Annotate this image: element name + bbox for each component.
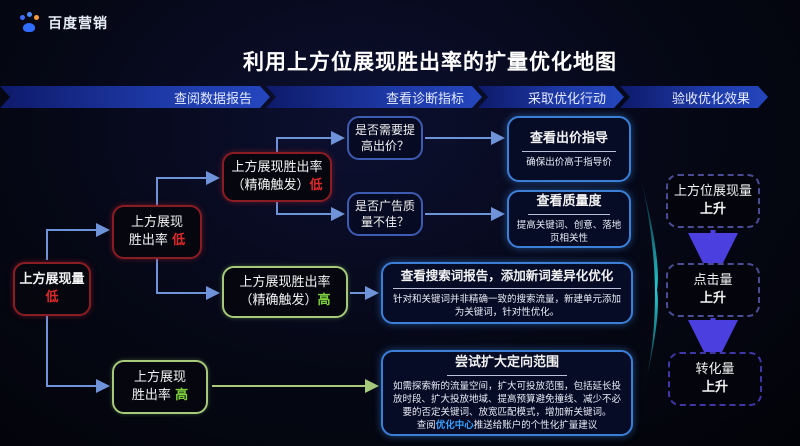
action-description-link-line: 查阅优化中心推送给账户的个性化扩量建议 bbox=[411, 419, 604, 432]
action-search-terms-report: 查看搜索词报告，添加新词差异化优化 针对和关键词并非精确一致的搜索流量，新建单元… bbox=[381, 262, 633, 324]
node-label: 上方展现 bbox=[130, 215, 183, 230]
step-take-action: 采取优化行动 bbox=[478, 86, 624, 108]
step-view-report: 查阅数据报告 bbox=[0, 86, 270, 108]
action-expand-targeting: 尝试扩大定向范围 如需探索新的流量空间，扩大可投放范围，包括延长投放时段、扩大投… bbox=[381, 350, 633, 436]
action-description: 针对和关键词并非精确一致的搜索流量，新建单元添加为关键词，针对性优化。 bbox=[392, 294, 621, 318]
brand-name: 百度营销 bbox=[48, 16, 108, 32]
status-high: 高 bbox=[317, 293, 331, 308]
result-status: 上升 bbox=[699, 291, 726, 306]
result-conversions-up: 转化量 上升 bbox=[668, 352, 762, 406]
text: 查阅 bbox=[416, 420, 436, 431]
node-label: 胜出率 bbox=[131, 388, 171, 403]
status-high: 高 bbox=[175, 388, 189, 403]
node-label: 上方展现 bbox=[133, 370, 186, 385]
node-label: 胜出率 bbox=[128, 233, 168, 248]
result-label: 上方位展现量 bbox=[673, 184, 752, 199]
action-check-bid-guidance: 查看出价指导 确保出价高于指导价 bbox=[507, 116, 631, 182]
progress-chevron-icon bbox=[640, 175, 658, 405]
node-label: 上方展现胜出率 bbox=[231, 160, 323, 175]
action-description: 提高关键词、创意、落地页相关性 bbox=[516, 220, 622, 244]
action-check-quality: 查看质量度 提高关键词、创意、落地页相关性 bbox=[507, 190, 631, 248]
status-low: 低 bbox=[172, 233, 186, 248]
result-clicks-up: 点击量 上升 bbox=[666, 263, 760, 317]
brand-logo: 百度营销 bbox=[18, 8, 108, 38]
step-check-diagnostics: 查看诊断指标 bbox=[266, 86, 482, 108]
node-winrate-low: 上方展现 胜出率 低 bbox=[112, 205, 202, 259]
action-title: 尝试扩大定向范围 bbox=[446, 354, 567, 376]
question-raise-bid: 是否需要提 高出价？ bbox=[347, 116, 423, 160]
node-label: （精确触发） bbox=[239, 293, 318, 308]
node-label: 上方展现胜出率 bbox=[239, 275, 331, 290]
node-top-impressions-low: 上方展现量 低 bbox=[13, 262, 91, 316]
question-text: 是否广告质 bbox=[354, 199, 415, 213]
node-exact-winrate-high: 上方展现胜出率 （精确触发）高 bbox=[222, 266, 348, 318]
status-low: 低 bbox=[45, 290, 59, 305]
action-description: 确保出价高于指导价 bbox=[526, 156, 612, 168]
question-ad-quality: 是否广告质 量不佳？ bbox=[347, 192, 423, 236]
text: 推送给账户的个性化扩量建议 bbox=[473, 420, 598, 431]
node-exact-winrate-low: 上方展现胜出率 （精确触发）低 bbox=[222, 152, 332, 202]
node-label: 上方展现量 bbox=[19, 272, 85, 287]
baidu-paw-icon bbox=[18, 12, 42, 34]
page-title: 利用上方位展现胜出率的扩量优化地图 bbox=[243, 50, 617, 74]
status-low: 低 bbox=[309, 178, 323, 193]
question-text: 量不佳？ bbox=[360, 215, 409, 229]
question-text: 是否需要提 bbox=[354, 123, 415, 137]
result-status: 上升 bbox=[701, 380, 728, 395]
process-step-bar: 查阅数据报告 查看诊断指标 采取优化行动 验收优化效果 bbox=[0, 86, 800, 108]
question-text: 高出价？ bbox=[360, 139, 409, 153]
action-title: 查看搜索词报告，添加新词差异化优化 bbox=[392, 267, 622, 289]
result-impressions-up: 上方位展现量 上升 bbox=[666, 174, 760, 228]
step-verify-results: 验收优化效果 bbox=[620, 86, 768, 108]
node-label: （精确触发） bbox=[231, 178, 310, 193]
action-description: 如需探索新的流量空间，扩大可投放范围，包括延长投放时段、扩大投放地域、提高预算避… bbox=[392, 381, 621, 418]
result-status: 上升 bbox=[699, 202, 726, 217]
result-label: 转化量 bbox=[695, 362, 735, 377]
optimization-center-link[interactable]: 优化中心 bbox=[435, 420, 474, 431]
result-label: 点击量 bbox=[693, 273, 733, 288]
node-winrate-high: 上方展现 胜出率 高 bbox=[112, 360, 208, 414]
action-title: 查看质量度 bbox=[528, 193, 610, 215]
action-title: 查看出价指导 bbox=[521, 130, 616, 152]
